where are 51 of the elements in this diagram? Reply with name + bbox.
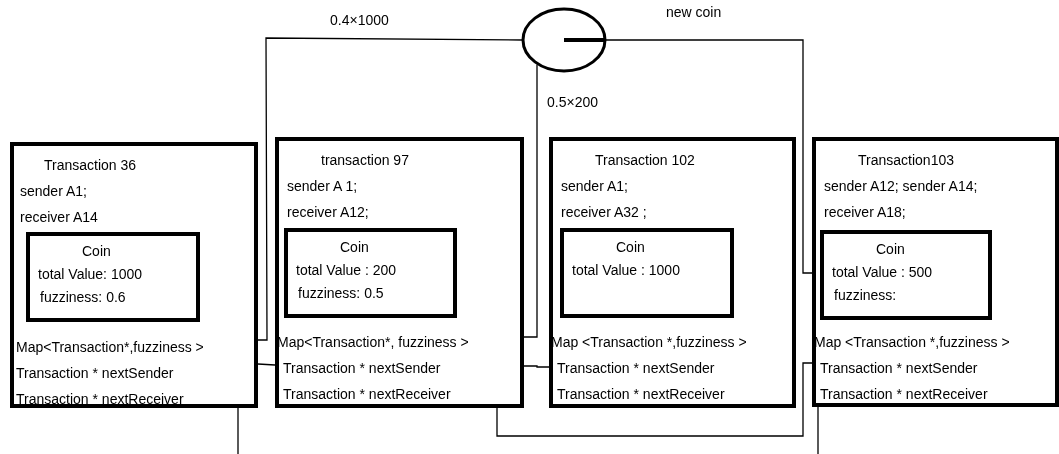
field-text: receiver A18; (824, 203, 906, 221)
connector-line (523, 365, 550, 368)
field-text: sender A1; (20, 182, 87, 200)
field-text: fuzziness: 0.5 (298, 284, 384, 302)
box-title: Coin (616, 238, 645, 256)
coin-box (560, 228, 734, 318)
connector-line (257, 363, 276, 366)
transaction-box (10, 142, 258, 408)
field-text: receiver A32 ; (561, 203, 647, 221)
field-text: Transaction * nextReceiver (283, 385, 451, 403)
transaction-box (812, 137, 1059, 407)
field-text: Map<Transaction*,fuzziness > (16, 338, 204, 356)
connector-line (237, 407, 239, 454)
box-title: Transaction103 (858, 151, 954, 169)
box-title: Coin (82, 242, 111, 260)
field-text: receiver A14 (20, 208, 98, 226)
box-title: Transaction 102 (595, 151, 695, 169)
box-title: Coin (876, 240, 905, 258)
box-title: Coin (340, 238, 369, 256)
field-text: sender A12; sender A14; (824, 177, 978, 195)
box-title: transaction 97 (321, 151, 409, 169)
field-text: Transaction * nextSender (557, 359, 715, 377)
field-text: Transaction * nextReceiver (16, 390, 184, 408)
connector-line (817, 406, 819, 454)
field-text: Transaction * nextReceiver (557, 385, 725, 403)
field-text: total Value: 1000 (38, 265, 143, 283)
field-text: Map<Transaction*, fuzziness > (277, 333, 469, 351)
connector-line (523, 63, 538, 338)
coin-box (820, 230, 992, 320)
field-text: Transaction * nextSender (283, 359, 441, 377)
field-text: receiver A12; (287, 203, 369, 221)
field-text: fuzziness: (834, 286, 897, 304)
field-text: Transaction * nextSender (820, 359, 978, 377)
field-text: fuzziness: 0.6 (40, 288, 126, 306)
field-text: total Value : 1000 (572, 261, 680, 279)
field-text: Transaction * nextReceiver (820, 385, 988, 403)
edge-label: new coin (664, 4, 724, 20)
field-text: sender A1; (561, 177, 628, 195)
connector-line (257, 37, 523, 341)
edge-label: 0.4×1000 (328, 12, 391, 28)
coin-box (26, 232, 200, 322)
coin-box (284, 228, 457, 318)
transaction-box (549, 137, 796, 408)
field-text: sender A 1; (287, 177, 358, 195)
field-text: total Value : 500 (832, 263, 933, 281)
connector-line (496, 362, 813, 437)
field-text: Transaction * nextSender (16, 364, 174, 382)
transaction-box (275, 137, 524, 408)
field-text: total Value : 200 (296, 261, 397, 279)
box-title: Transaction 36 (44, 156, 137, 174)
edge-label: 0.5×200 (545, 94, 600, 110)
